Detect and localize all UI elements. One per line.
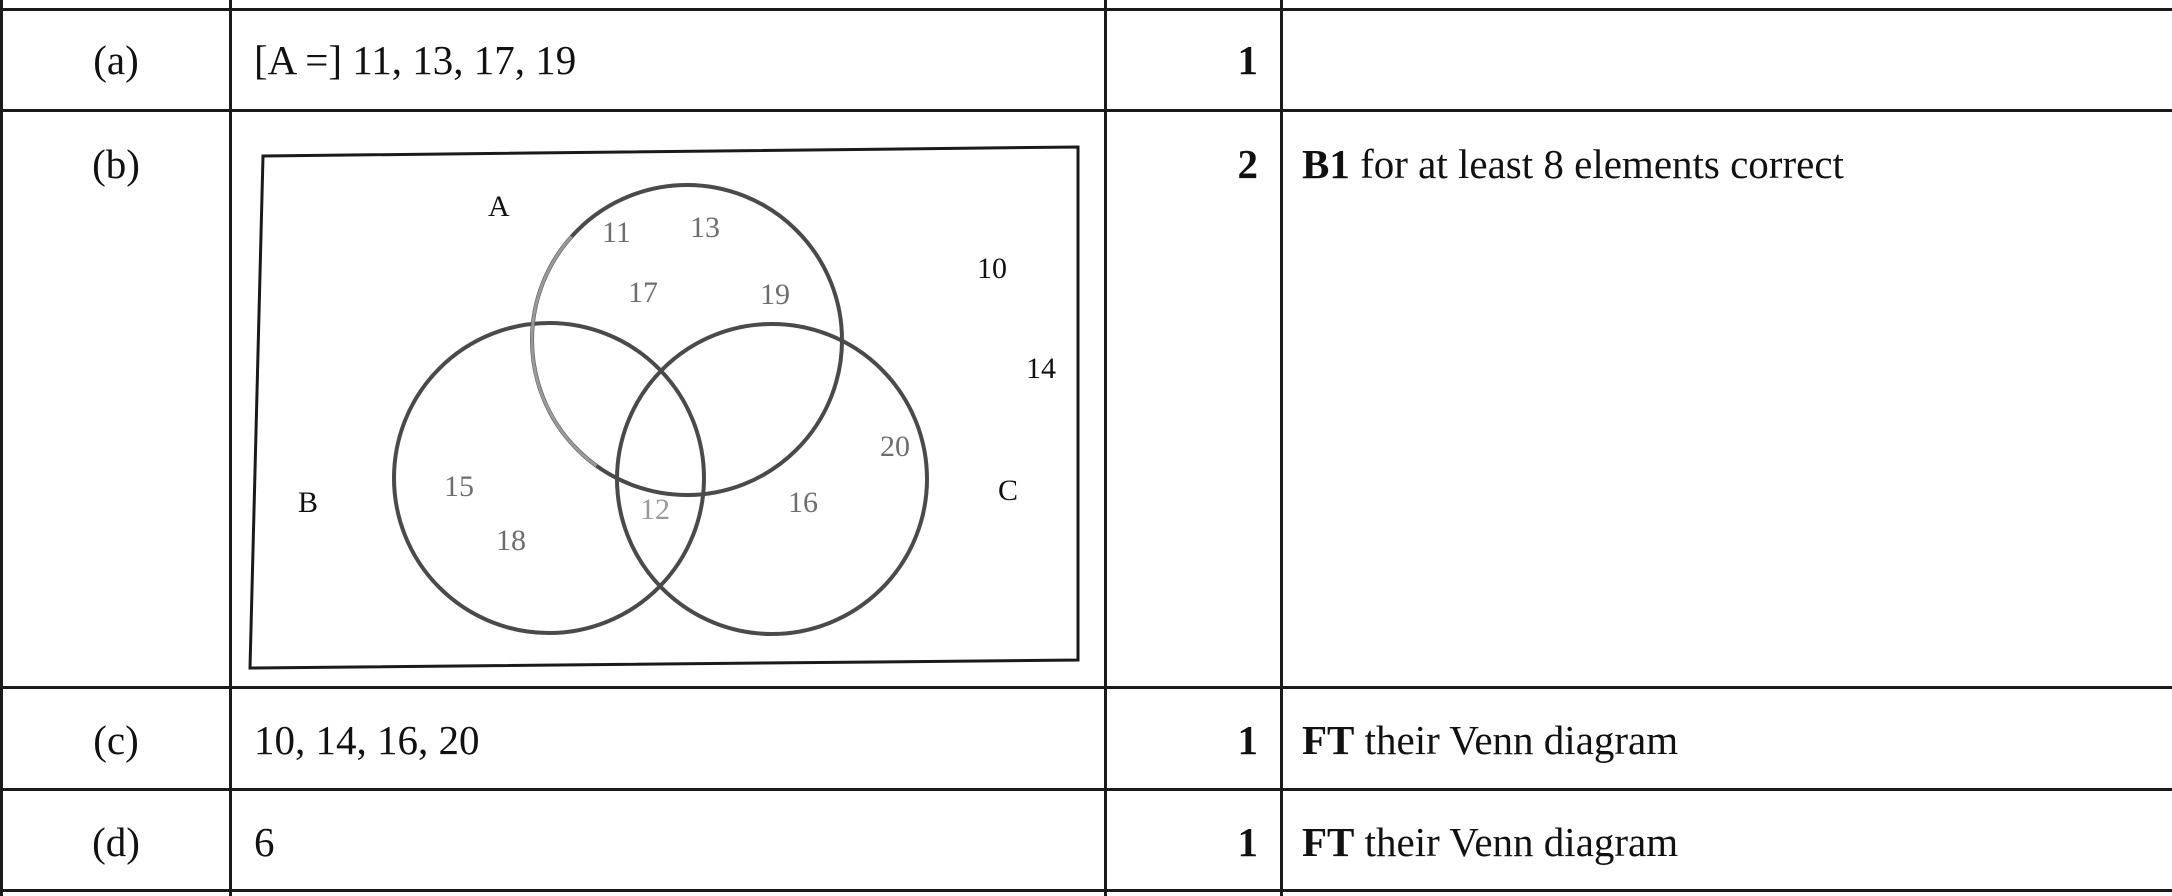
row-divider bbox=[0, 788, 2172, 791]
element-14: 14 bbox=[1026, 352, 1056, 385]
element-20: 20 bbox=[880, 430, 910, 463]
set-label-c: C bbox=[998, 474, 1018, 507]
element-10: 10 bbox=[977, 252, 1007, 285]
circle-a-inner-shade bbox=[530, 183, 844, 497]
part-label-a: (a) bbox=[93, 37, 139, 83]
element-11: 11 bbox=[602, 216, 631, 249]
element-16: 16 bbox=[788, 486, 818, 519]
guidance-c: FT their Venn diagram bbox=[1302, 716, 1678, 764]
guidance-d-text: their Venn diagram bbox=[1354, 819, 1679, 865]
guidance-c-text: their Venn diagram bbox=[1354, 717, 1679, 763]
guidance-b: B1 for at least 8 elements correct bbox=[1302, 140, 1844, 188]
element-15: 15 bbox=[444, 470, 474, 503]
guidance-d-code: FT bbox=[1302, 819, 1355, 865]
row-divider bbox=[0, 109, 2172, 112]
mark-d: 1 bbox=[1237, 819, 1259, 865]
guidance-c-code: FT bbox=[1302, 717, 1355, 763]
circle-c bbox=[615, 322, 929, 636]
part-label-d: (d) bbox=[92, 819, 140, 865]
mark-a: 1 bbox=[1237, 37, 1259, 83]
mark-c: 1 bbox=[1237, 717, 1259, 763]
element-12: 12 bbox=[640, 493, 670, 526]
guidance-b-text: for at least 8 elements correct bbox=[1349, 141, 1844, 187]
set-label-b: B bbox=[298, 486, 318, 519]
mark-b: 2 bbox=[1237, 141, 1259, 187]
circle-a bbox=[530, 183, 844, 497]
part-label-c: (c) bbox=[93, 717, 139, 763]
element-19: 19 bbox=[760, 278, 790, 311]
column-divider bbox=[0, 0, 3, 896]
venn-diagram: A B C 11 13 17 19 10 14 20 16 15 18 12 bbox=[248, 145, 1080, 670]
row-divider bbox=[0, 686, 2172, 689]
guidance-d: FT their Venn diagram bbox=[1302, 818, 1678, 866]
column-divider bbox=[1280, 0, 1283, 896]
answer-a: [A =] 11, 13, 17, 19 bbox=[254, 37, 577, 83]
row-divider bbox=[0, 889, 2172, 892]
column-divider bbox=[229, 0, 232, 896]
element-18: 18 bbox=[496, 524, 526, 557]
universal-set-box bbox=[248, 145, 1080, 670]
row-divider bbox=[0, 8, 2172, 11]
answer-c: 10, 14, 16, 20 bbox=[254, 717, 480, 763]
circle-b bbox=[392, 321, 706, 635]
set-label-a: A bbox=[488, 190, 510, 223]
part-label-b: (b) bbox=[92, 141, 140, 187]
guidance-b-code: B1 bbox=[1302, 141, 1350, 187]
element-17: 17 bbox=[628, 276, 658, 309]
answer-d: 6 bbox=[254, 819, 275, 865]
column-divider bbox=[1104, 0, 1107, 896]
element-13: 13 bbox=[690, 211, 720, 244]
